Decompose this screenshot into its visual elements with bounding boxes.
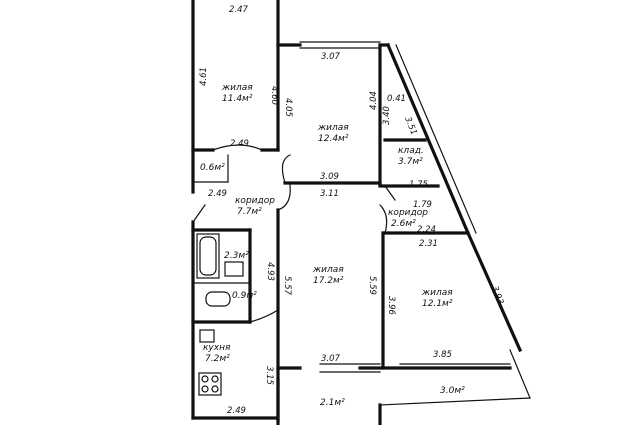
door-living1 [212, 144, 263, 151]
dim-label: 3.85 [433, 350, 452, 360]
bathtub-inner [199, 236, 217, 276]
room-loggia2-area: 3.0м² [440, 386, 465, 396]
door-entrance [192, 204, 206, 223]
room-storage-area: 3.7м² [398, 157, 423, 167]
room-living2-area: 12.4м² [318, 134, 349, 144]
room-storage-name: клад. [398, 146, 424, 156]
dim-label: 3.11 [320, 189, 339, 199]
dim-label: 3.09 [320, 172, 339, 182]
dim-label: 5.57 [282, 276, 292, 296]
dim-label: 3.40 [382, 106, 392, 125]
room-corridor1-area: 7.7м² [237, 207, 262, 217]
dim-label: 2.47 [229, 5, 249, 15]
doors [192, 144, 396, 323]
dim-label: 4.60 [269, 86, 279, 105]
dim-label: 3.96 [386, 296, 396, 316]
dim-label: 2.49 [230, 139, 249, 149]
room-living1-name: жилая [221, 83, 253, 93]
wall-facade-lower [465, 230, 523, 353]
room-kitchen-name: кухня [203, 343, 231, 353]
dim-label: 4.04 [369, 91, 379, 110]
dim-label: 3.07 [321, 52, 341, 62]
dim-label: 4.93 [265, 262, 275, 281]
door-living2 [281, 154, 291, 184]
door-storage [384, 185, 396, 201]
dim-label: 3.15 [264, 366, 274, 385]
dim-label: 5.59 [367, 276, 377, 295]
room-hall-small-area: 0.6м² [200, 163, 225, 173]
sink-icon [199, 329, 215, 343]
room-loggia1-area: 2.1м² [320, 398, 345, 408]
dim-label: 2.49 [208, 189, 227, 199]
wall-loggia-right [509, 349, 531, 399]
door-living4 [379, 204, 388, 234]
stove-icon [198, 372, 222, 396]
dim-label: 4.05 [283, 98, 293, 117]
room-living4-name: жилая [421, 288, 453, 298]
room-corridor2-area: 2.6м² [391, 219, 416, 229]
dim-label: 3.07 [321, 354, 341, 364]
toilet-icon [205, 291, 231, 307]
wall-facade-upper [385, 42, 471, 236]
room-kitchen-area: 7.2м² [205, 354, 230, 364]
dim-label: 4.61 [199, 67, 209, 86]
dim-label: 2.24 [417, 225, 436, 235]
washbasin-icon [224, 261, 244, 277]
door-corridor [277, 184, 291, 211]
room-toilet-area: 0.9м² [232, 291, 257, 301]
walls [191, 0, 531, 425]
dim-label: 1.75 [409, 180, 428, 190]
door-kitchen [249, 309, 279, 323]
room-corridor1-name: коридор [235, 196, 275, 206]
fixtures [196, 233, 244, 396]
dim-label: 3.93 [489, 285, 505, 306]
room-bath-area: 2.3м² [224, 251, 249, 261]
dim-label: 1.79 [413, 200, 432, 210]
dim-label: 0.41 [387, 94, 406, 104]
room-living4-area: 12.1м² [422, 299, 453, 309]
room-living1-area: 11.4м² [222, 94, 253, 104]
wall-facade-inner [395, 44, 477, 234]
room-living2-name: жилая [317, 123, 349, 133]
dim-label: 2.31 [419, 239, 438, 249]
room-corridor2-name: коридор [388, 208, 428, 218]
wall-loggia-bottom [379, 397, 531, 406]
bathtub-icon [196, 233, 220, 279]
dim-label: 2.49 [227, 406, 246, 416]
room-living3-area: 17.2м² [313, 276, 344, 286]
room-living3-name: жилая [312, 265, 344, 275]
dim-label: 3.51 [402, 115, 418, 136]
